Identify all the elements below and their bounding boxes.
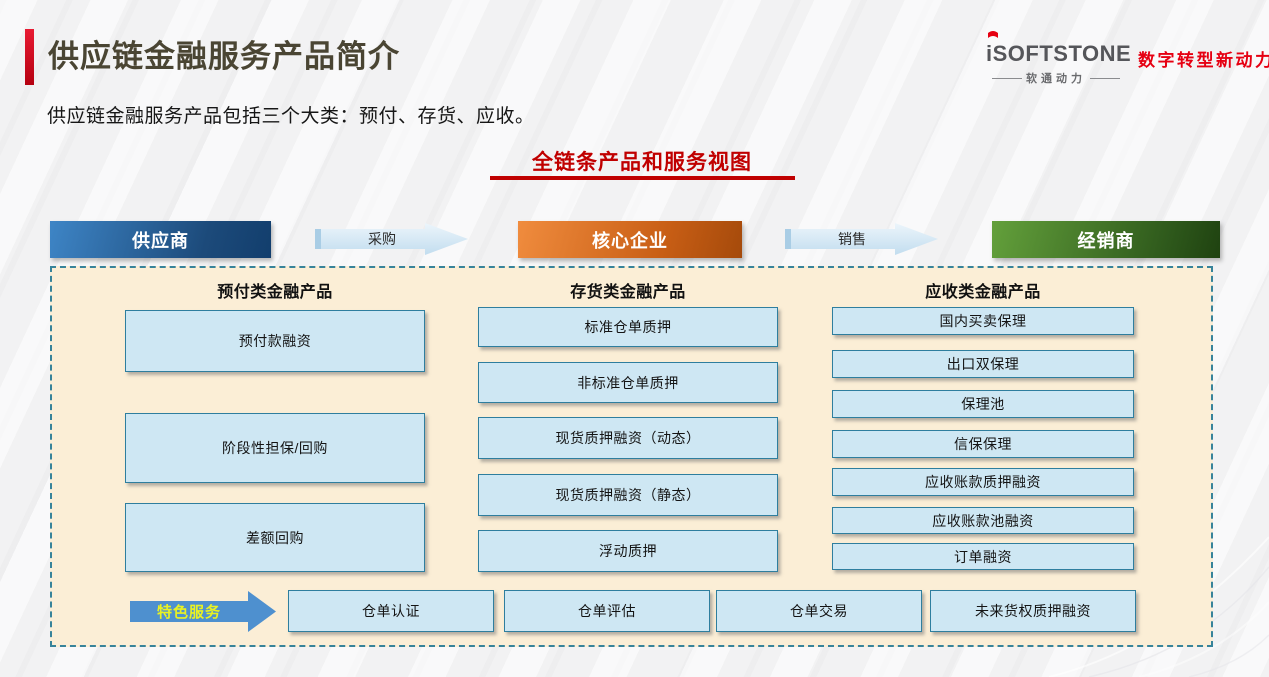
logo-flag-icon [988,31,998,44]
product-box: 差额回购 [125,503,425,572]
product-box: 应收账款池融资 [832,507,1134,534]
flow-node-supplier: 供应商 [50,221,271,258]
product-box: 阶段性担保/回购 [125,413,425,483]
product-box: 订单融资 [832,543,1134,570]
right-arrow-icon [315,223,468,255]
sales-arrow-label: 销售 [838,231,866,247]
logo-chinese-name: 软通动力 [992,70,1120,86]
product-box: 应收账款质押融资 [832,468,1134,496]
product-box: 未来货权质押融资 [930,590,1136,632]
sales-arrow: 销售 [785,222,939,256]
page-subtitle: 供应链金融服务产品包括三个大类：预付、存货、应收。 [47,106,535,127]
section-title-underline [490,176,795,180]
logo-rule-left [992,77,1022,79]
product-box: 现货质押融资（动态） [478,417,778,459]
logo-slogan: 数字转型新动力 [1138,51,1269,70]
right-arrow-icon [785,223,938,255]
product-box: 仓单交易 [716,590,922,632]
purchase-arrow: 采购 [315,222,469,256]
product-box: 现货质押融资（静态） [478,474,778,516]
product-box: 非标准仓单质押 [478,362,778,403]
title-accent-bar [25,29,34,85]
purchase-arrow-label: 采购 [368,231,396,247]
product-box: 保理池 [832,390,1134,418]
flow-node-dealer: 经销商 [992,221,1220,258]
logo-rule-right [1090,77,1120,79]
product-box: 预付款融资 [125,310,425,372]
column-header-prepayment: 预付类金融产品 [217,284,333,301]
logo-chinese-text: 软通动力 [1026,73,1086,85]
product-box: 标准仓单质押 [478,307,778,347]
product-box: 信保保理 [832,430,1134,458]
page-title: 供应链金融服务产品简介 [48,39,400,74]
section-title: 全链条产品和服务视图 [532,151,752,174]
product-box: 浮动质押 [478,530,778,572]
right-arrow-icon [130,591,276,632]
flow-node-core-enterprise: 核心企业 [518,221,742,258]
logo-wordmark: iSOFTSTONE [986,41,1132,66]
column-header-inventory: 存货类金融产品 [570,284,686,301]
column-header-receivable: 应收类金融产品 [925,284,1041,301]
special-services-label: 特色服务 [156,604,221,621]
product-box: 出口双保理 [832,350,1134,378]
company-logo: iSOFTSTONE 软通动力 数字转型新动力 [986,31,1269,86]
special-services-arrow [130,590,277,633]
product-box: 国内买卖保理 [832,307,1134,335]
product-box: 仓单认证 [288,590,494,632]
product-box: 仓单评估 [504,590,710,632]
